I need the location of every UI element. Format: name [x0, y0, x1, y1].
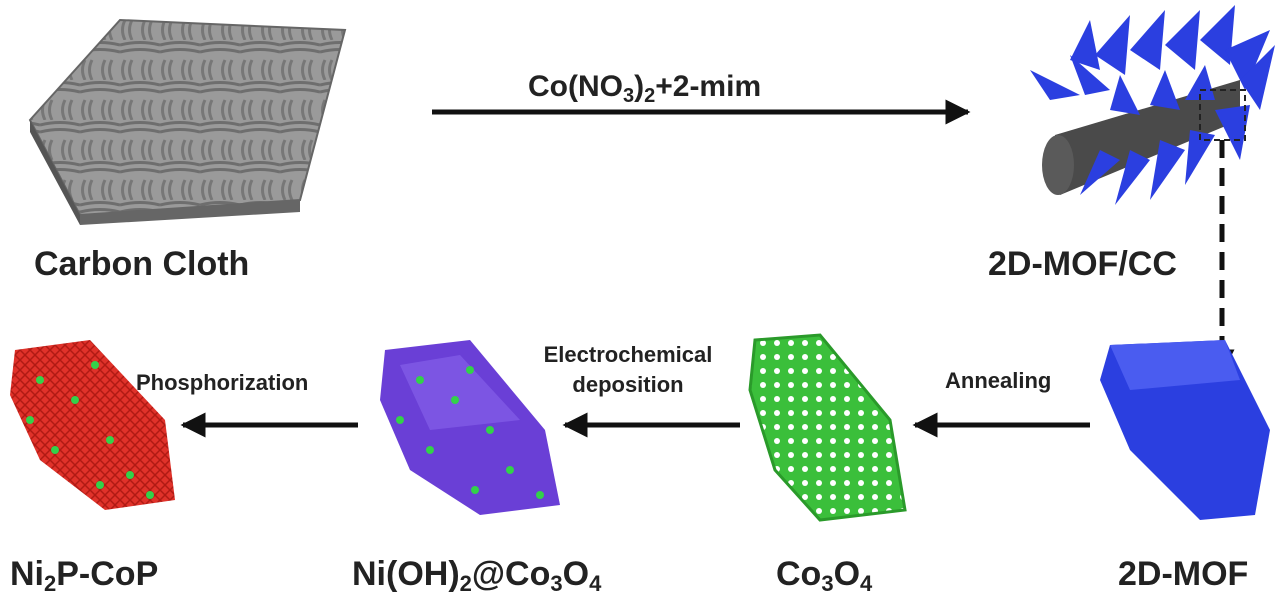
mof-illustration	[1100, 340, 1270, 520]
deposition-label-line2: deposition	[572, 372, 683, 397]
co3o4-label: Co3O4	[776, 555, 873, 592]
carbon-cloth-illustration	[28, 18, 347, 225]
mof-cc-illustration	[1030, 5, 1275, 205]
ni2p-cop-label: Ni2P-CoP	[10, 555, 158, 592]
annealing-label: Annealing	[945, 368, 1051, 393]
nioh-co3o4-illustration	[380, 340, 560, 515]
ni2p-cop-illustration	[10, 340, 175, 510]
mof-cc-label: 2D-MOF/CC	[988, 245, 1177, 283]
phosphorization-label: Phosphorization	[136, 370, 308, 395]
nioh-co3o4-label: Ni(OH)2@Co3O4	[352, 555, 602, 592]
co3o4-illustration	[748, 333, 907, 522]
carbon-cloth-label: Carbon Cloth	[34, 245, 249, 283]
synthesis-reagent-label: Co(NO3)2+2-mim	[528, 70, 761, 107]
deposition-label-line1: Electrochemical	[544, 342, 713, 367]
mof-label: 2D-MOF	[1118, 555, 1248, 592]
